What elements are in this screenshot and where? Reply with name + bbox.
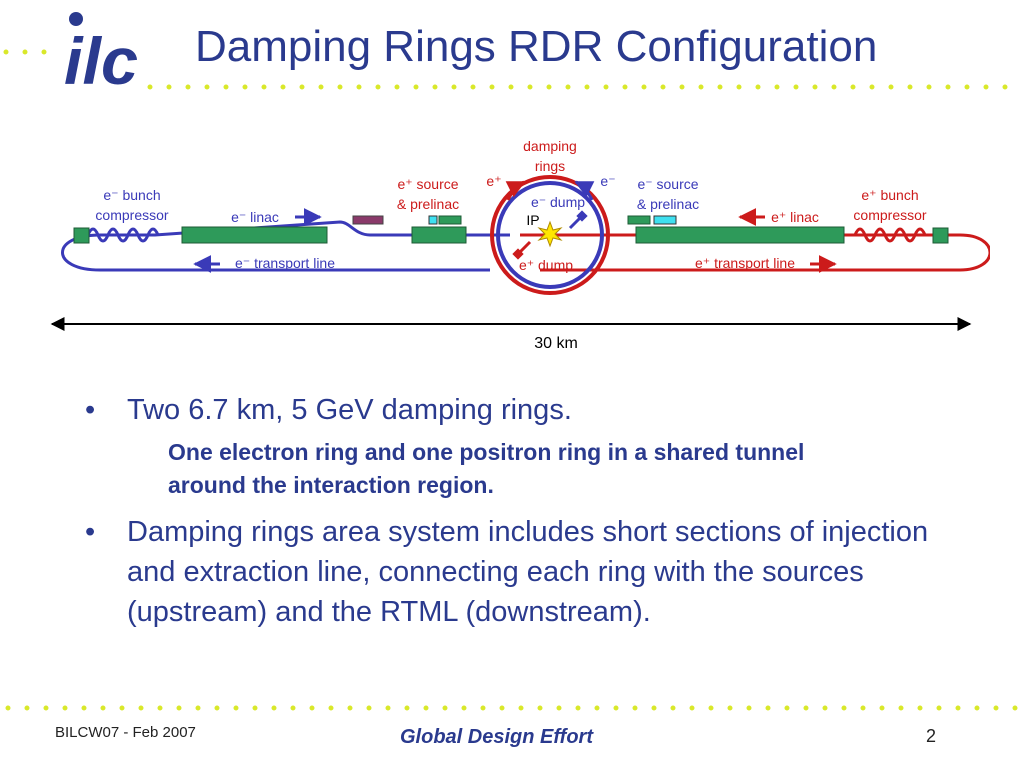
ip-label: IP [526,212,539,228]
left-compressor-label-2: compressor [95,207,168,223]
positron-beamline [520,233,990,272]
left-rf-module [352,215,384,225]
footer-event: BILCW07 - Feb 2007 [55,724,196,741]
decorative-dots-top [3,49,1024,90]
right-compressor-label-2: compressor [853,207,926,223]
rings-label-1: damping [523,138,577,154]
ilc-logo: ilc [64,12,138,90]
slide-title: Damping Rings RDR Configuration [195,22,878,71]
damping-rings-diagram: e⁻ bunch compressor e⁻ linac e⁻ transpor… [50,138,990,352]
scale-label: 30 km [534,335,578,352]
left-source-label-1: e⁺ source [397,176,458,192]
bullet-dot: • [85,394,96,426]
bullet-text: Two 6.7 km, 5 GeV damping rings. [127,394,572,426]
left-linac [181,226,328,244]
left-linac-label: e⁻ linac [231,209,279,225]
bullet-list: • Two 6.7 km, 5 GeV damping rings. One e… [85,390,965,632]
left-transport-label: e⁻ transport line [235,255,335,271]
left-source-green [438,215,462,225]
ring-eplus-label: e⁺ [486,173,501,189]
bullet-item: • Damping rings area system includes sho… [85,512,965,632]
footer-organization: Global Design Effort [400,726,593,748]
positron-injection-arrow [505,180,526,201]
electron-injection-arrow [574,180,595,201]
edump-label: e⁻ dump [531,194,585,210]
bullet-item: • Two 6.7 km, 5 GeV damping rings. [85,390,965,430]
right-linac-label: e⁺ linac [771,209,819,225]
bullet-text: Damping rings area system includes short… [127,516,929,628]
page-number: 2 [926,726,937,746]
electron-beamline [61,220,510,272]
right-source-cyan [653,215,677,225]
electron-compressor-wiggle [86,227,160,243]
positron-damping-ring [490,175,610,295]
sub-bullet-text: One electron ring and one positron ring … [168,439,805,498]
rings-label-2: rings [535,158,565,174]
pdump-label: e⁺ dump [519,257,573,273]
left-prelinac [411,226,467,244]
ring-eminus-label: e⁻ [600,173,615,189]
positron-compressor-wiggle [853,227,927,243]
left-compressor-box [73,227,90,244]
left-compressor-label-1: e⁻ bunch [103,187,160,203]
star-icon [537,220,563,248]
right-transport-label: e⁺ transport line [695,255,795,271]
right-source-green [627,215,651,225]
right-source-label-2: & prelinac [637,196,699,212]
right-compressor-box [932,227,949,244]
right-compressor-label-1: e⁺ bunch [861,187,918,203]
electron-damping-ring [496,181,604,289]
right-linac [635,226,845,244]
decorative-dots-bottom [5,705,1024,711]
logo-dot [69,12,83,26]
left-source-cyan [428,215,438,225]
right-source-label-1: e⁻ source [637,176,698,192]
left-source-label-2: & prelinac [397,196,459,212]
logo-text: ilc [64,24,138,90]
bullet-dot: • [85,516,96,548]
